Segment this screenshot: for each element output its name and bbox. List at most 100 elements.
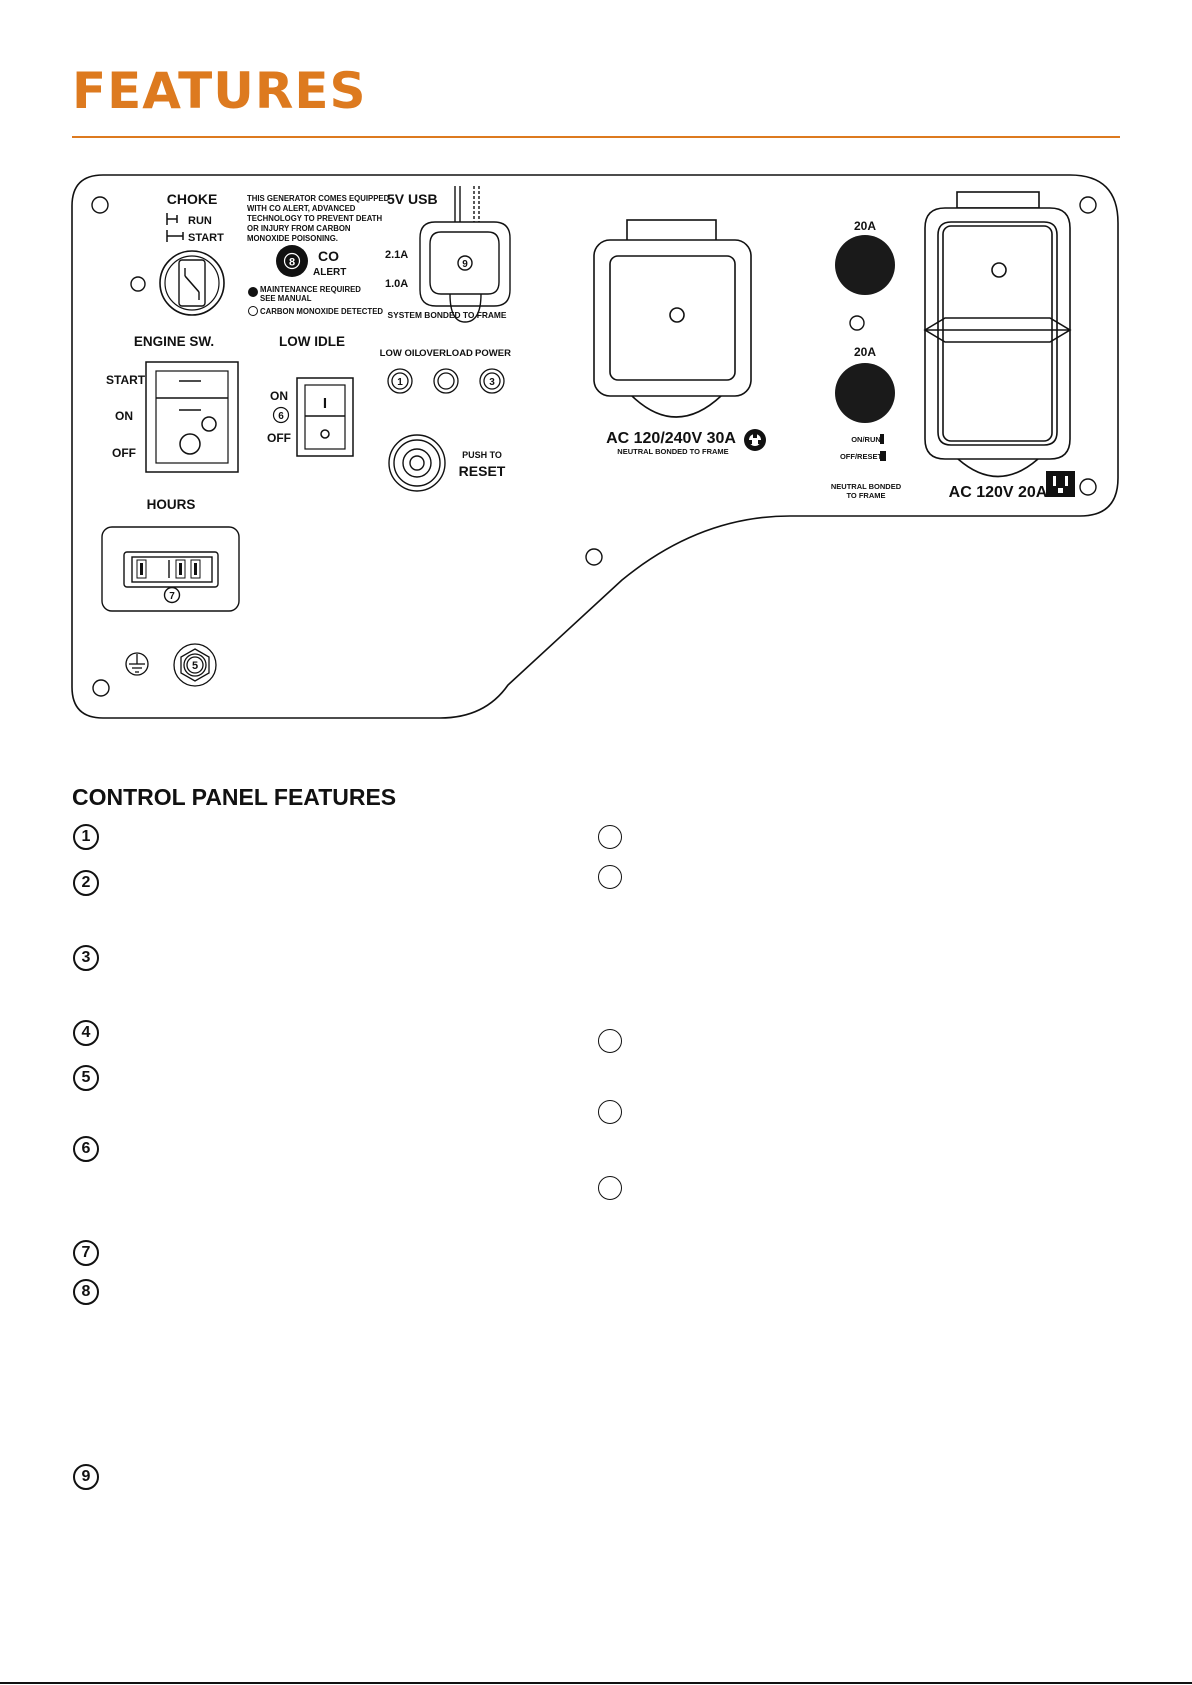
mount-hole	[1079, 196, 1097, 214]
feature-number-empty	[598, 1100, 622, 1124]
co-alert-indicator: 8	[276, 245, 308, 277]
page-title: FEATURES	[72, 62, 367, 120]
svg-text:MONOXIDE POISONING.: MONOXIDE POISONING.	[247, 234, 338, 243]
mount-hole	[585, 548, 603, 566]
panel-outline	[71, 174, 1119, 719]
engine-off-label: OFF	[112, 446, 136, 460]
co-detected-dot-icon	[248, 306, 258, 316]
mount-hole	[130, 276, 146, 292]
low-idle-switch[interactable]	[296, 377, 354, 457]
hour-meter	[101, 526, 240, 612]
outlet-20a-label: AC 120V 20A	[949, 484, 1048, 501]
breaker-bottom-label: 20A	[854, 345, 876, 359]
low-idle-off-label: OFF	[267, 431, 291, 445]
twist-lock-icon	[744, 429, 766, 451]
usb-label: 5V USB	[387, 191, 438, 207]
indicator-lights	[387, 368, 505, 394]
low-idle-label: LOW IDLE	[279, 334, 345, 349]
usb-num: 9	[462, 259, 468, 270]
maintenance-sub: SEE MANUAL	[260, 294, 312, 303]
neutral-bonded-label: NEUTRAL BONDED	[831, 482, 902, 491]
co-label: CO	[318, 248, 339, 264]
feature-number-6: 6	[73, 1136, 99, 1162]
feature-number-1: 1	[73, 824, 99, 850]
choke-knob[interactable]	[159, 250, 225, 316]
feature-number-empty	[598, 1029, 622, 1053]
engine-switch-label: ENGINE SW.	[134, 334, 214, 349]
low-oil-label: LOW OIL	[380, 348, 421, 359]
svg-text:TECHNOLOGY TO PREVENT DEATH: TECHNOLOGY TO PREVENT DEATH	[247, 214, 383, 223]
overload-label: OVERLOAD	[419, 348, 473, 359]
power-light	[479, 368, 505, 394]
usb-port[interactable]	[419, 186, 511, 323]
feature-number-empty	[598, 1176, 622, 1200]
feature-number-7: 7	[73, 1240, 99, 1266]
feature-number-3: 3	[73, 945, 99, 971]
low-idle-on-label: ON	[270, 389, 288, 403]
maintenance-label: MAINTENANCE REQUIRED	[260, 285, 361, 294]
reset-label: RESET	[459, 463, 506, 479]
title-rule	[72, 136, 1120, 138]
breaker-off-reset-label: OFF/RESET	[840, 452, 883, 461]
neutral-bonded-sub: TO FRAME	[846, 491, 885, 500]
low-oil-num: 1	[397, 377, 403, 388]
hours-num: 7	[169, 591, 175, 602]
mount-hole	[92, 679, 110, 697]
control-panel-features-title: CONTROL PANEL FEATURES	[72, 784, 397, 810]
mount-hole	[91, 196, 109, 214]
breaker-top-label: 20A	[854, 219, 876, 233]
hours-label: HOURS	[147, 497, 196, 512]
outlet-30a-sub: NEUTRAL BONDED TO FRAME	[617, 447, 728, 456]
engine-switch[interactable]	[145, 361, 239, 473]
feature-number-empty	[598, 865, 622, 889]
low-oil-light	[387, 368, 413, 394]
choke-start-label: START	[188, 232, 224, 244]
svg-text:WITH CO ALERT, ADVANCED: WITH CO ALERT, ADVANCED	[247, 204, 356, 213]
low-idle-num-circle	[272, 406, 290, 424]
overload-light	[433, 368, 459, 394]
choke-start-icon	[166, 230, 184, 242]
co-alert-label: ALERT	[313, 267, 346, 278]
feature-number-5: 5	[73, 1065, 99, 1091]
feature-number-9: 9	[73, 1464, 99, 1490]
on-run-icon	[880, 434, 884, 444]
reset-button[interactable]	[388, 434, 446, 492]
control-panel-diagram: CHOKE RUN START THIS GENERATOR COMES EQU…	[71, 174, 1119, 719]
breaker-top[interactable]	[835, 235, 895, 295]
off-reset-icon	[880, 451, 886, 461]
low-idle-num: 6	[278, 411, 284, 422]
page-bottom-line	[0, 1682, 1192, 1684]
ground-icon	[125, 652, 149, 676]
usb-21a-label: 2.1A	[385, 249, 408, 261]
feature-number-4: 4	[73, 1020, 99, 1046]
outlet-30a[interactable]	[593, 219, 752, 418]
choke-run-icon	[166, 213, 178, 225]
engine-on-label: ON	[115, 409, 133, 423]
svg-text:THIS GENERATOR COMES EQUIPPED: THIS GENERATOR COMES EQUIPPED	[247, 194, 390, 203]
svg-text:OR INJURY FROM CARBON: OR INJURY FROM CARBON	[247, 224, 351, 233]
low-idle-on-glyph: I	[323, 395, 327, 412]
feature-number-empty	[598, 825, 622, 849]
usb-bonded-label: SYSTEM BONDED TO FRAME	[388, 310, 507, 320]
svg-text:8: 8	[289, 257, 295, 269]
power-num: 3	[489, 377, 495, 388]
mount-hole	[1079, 478, 1097, 496]
choke-run-label: RUN	[188, 215, 212, 227]
breaker-bottom[interactable]	[835, 363, 895, 423]
breaker-on-run-label: ON/RUN	[851, 435, 881, 444]
choke-label: CHOKE	[167, 191, 218, 207]
maintenance-dot-icon	[248, 287, 258, 297]
mount-hole	[849, 315, 865, 331]
feature-number-2: 2	[73, 870, 99, 896]
power-label: POWER	[475, 348, 511, 359]
ground-terminal[interactable]	[173, 643, 217, 687]
engine-start-label: START	[106, 373, 146, 387]
outlet-30a-label: AC 120/240V 30A	[606, 430, 736, 447]
feature-number-8: 8	[73, 1279, 99, 1305]
usb-10a-label: 1.0A	[385, 278, 408, 290]
ground-num: 5	[192, 660, 198, 672]
outlet-20a[interactable]	[923, 191, 1072, 478]
co-detected-label: CARBON MONOXIDE DETECTED	[260, 307, 383, 316]
push-to-label: PUSH TO	[462, 450, 502, 460]
outlet-icon	[1046, 471, 1075, 497]
